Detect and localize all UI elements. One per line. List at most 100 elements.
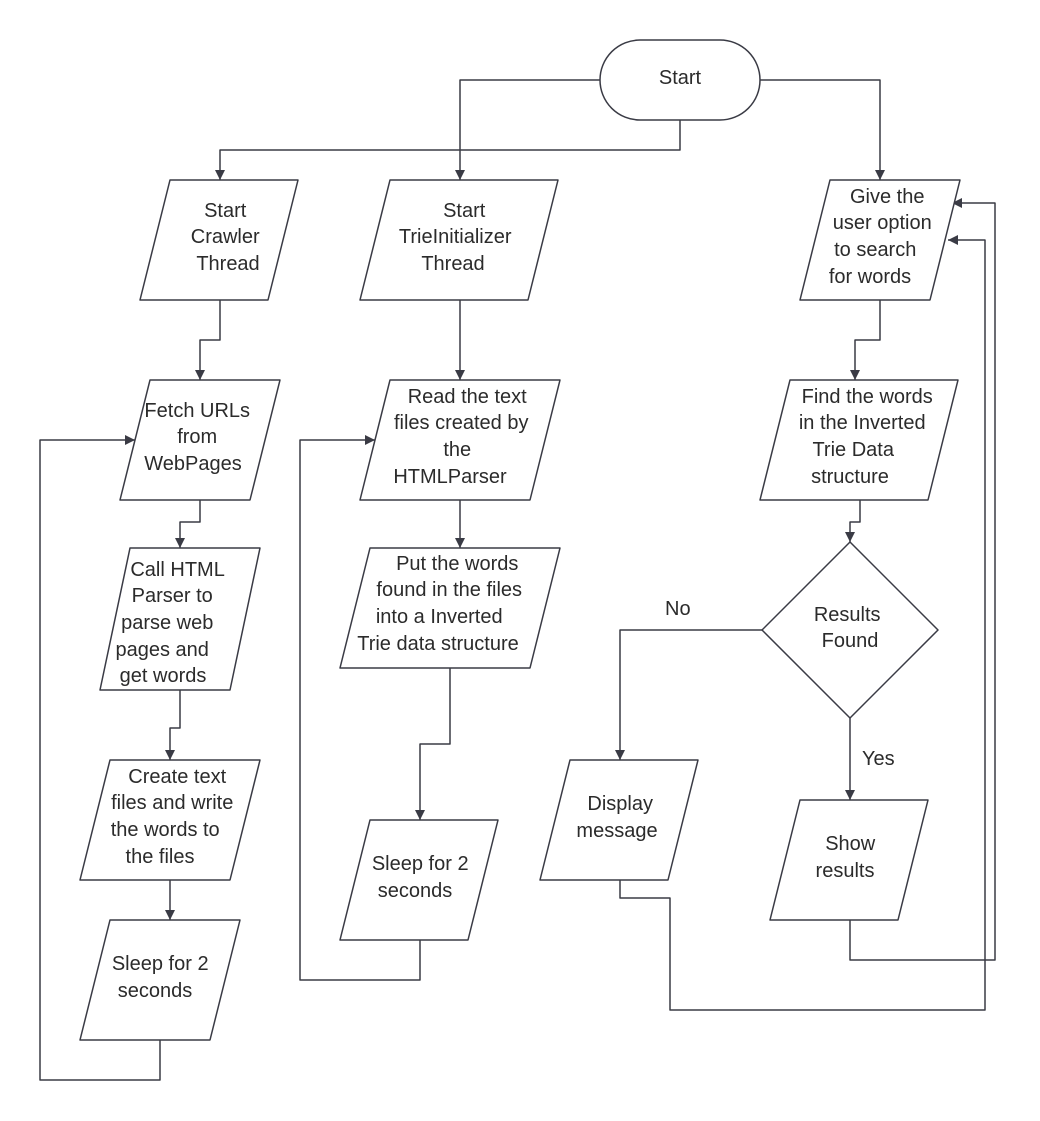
results-found-decision: Results Found [761,541,939,719]
svg-text:Read the text files crea: Read the text files created by the HTMLP… [393,386,534,488]
svg-text:Put the words found in t: Put the words found in the files into a … [357,553,527,655]
edge-sleep-loop-to-read [299,435,421,981]
parallelogram-shape [339,819,499,941]
edge-start-to-give-option [760,79,885,180]
node-line: the [443,439,471,461]
sleep-crawler-node: Sleep for 2 seconds [79,919,241,1041]
node-line: Start [443,200,486,222]
svg-text:Sleep for 2 seconds: Sleep for 2 seconds [372,853,474,902]
node-line: files and write [111,792,233,814]
edge-crawler-to-fetch [195,300,221,380]
put-words-node: Put the words found in the files into a … [339,547,561,669]
node-line: get words [120,665,207,687]
node-line: Put the words [396,553,518,575]
diamond-shape [761,541,939,719]
node-line: Results [814,604,881,626]
fetch-urls-node: Fetch URLs from WebPages [119,379,281,501]
node-line: user option [833,212,932,234]
node-line: into a Inverted [376,606,503,628]
sleep-trie-node: Sleep for 2 seconds [339,819,499,941]
edge-decision-no [615,629,762,760]
give-user-option-node: Give the user option to search for words [799,179,961,301]
node-line: Find the words [802,386,933,408]
node-line: Fetch URLs [144,400,250,422]
terminal-shape [599,39,761,121]
start-terminal: Start [599,39,761,121]
node-line: seconds [118,980,193,1002]
node-line: Trie data structure [357,633,519,655]
svg-text:Start: Start [659,67,702,89]
edge-label-no: No [665,598,691,620]
edge-label-yes: Yes [862,748,895,770]
node-line: Start [204,200,247,222]
edges [39,79,996,1081]
node-line: structure [811,466,889,488]
node-line: for words [829,266,911,288]
parallelogram-shape [99,547,261,691]
node-line: Start [659,67,702,89]
svg-text:Find the words in the In: Find the words in the Inverted Trie Data… [799,386,939,488]
parallelogram-shape [119,379,281,501]
node-line: Show [825,833,876,855]
svg-text:Give the user option: Give the user option to search for words [829,186,937,288]
create-text-files-node: Create text files and write the words to… [79,759,261,881]
node-line: Read the text [408,386,527,408]
parallelogram-shape [799,179,961,301]
svg-text:Fetch URLs from We: Fetch URLs from WebPages [144,400,255,475]
show-results-node: Show results [769,799,929,921]
node-line: parse web [121,612,213,634]
node-line: the files [126,846,195,868]
node-line: in the Inverted [799,412,926,434]
svg-text:Sleep for 2 seconds: Sleep for 2 seconds [112,953,214,1002]
node-line: Call HTML [130,559,224,581]
node-line: Create text [128,766,226,788]
node-line: Thread [421,253,484,275]
find-words-node: Find the words in the Inverted Trie Data… [759,379,959,501]
parallelogram-shape [539,759,699,881]
edge-put-to-sleep [415,668,451,820]
node-line: Give the [850,186,924,208]
svg-text:Start Crawler Thre: Start Crawler Thread [191,200,265,275]
node-line: results [816,860,875,882]
node-line: message [576,820,657,842]
svg-text:Results Found: Results Found [814,604,886,652]
svg-text:Show results: Show results [816,833,881,882]
node-line: Found [822,630,879,652]
parallelogram-shape [769,799,929,921]
edge-start-to-crawler [215,120,681,180]
node-line: Crawler [191,226,260,248]
node-line: pages and [116,639,209,661]
edge-fetch-to-parser [175,500,201,548]
node-line: from [177,426,217,448]
svg-text:Display message: Display message [576,793,658,842]
parallelogram-shape [79,919,241,1041]
node-line: HTMLParser [393,466,507,488]
node-line: Thread [196,253,259,275]
node-line: files created by [394,412,529,434]
svg-text:Create text files and wr: Create text files and write the words to… [111,766,239,868]
start-crawler-thread-node: Start Crawler Thread [139,179,299,301]
node-line: the words to [111,819,220,841]
edge-start-to-trie [455,79,600,180]
parallelogram-shape [339,547,561,669]
node-line: Sleep for 2 [372,853,469,875]
edge-sleep-loop-to-fetch [39,435,161,1081]
node-line: seconds [378,880,453,902]
node-line: to search [834,239,916,261]
node-line: Sleep for 2 [112,953,209,975]
edge-display-loop-to-give [619,235,986,1011]
display-message-node: Display message [539,759,699,881]
node-line: WebPages [144,453,241,475]
svg-text:Start TrieInitializer: Start TrieInitializer Thread [399,200,517,275]
read-text-files-node: Read the text files created by the HTMLP… [359,379,561,501]
node-line: found in the files [376,579,522,601]
parallelogram-shape [359,379,561,501]
parallelogram-shape [79,759,261,881]
parallelogram-shape [139,179,299,301]
node-line: Display [587,793,653,815]
edge-show-loop-to-give [849,198,996,961]
node-line: Trie Data [812,439,894,461]
parallelogram-shape [359,179,559,301]
node-line: TrieInitializer [399,226,512,248]
